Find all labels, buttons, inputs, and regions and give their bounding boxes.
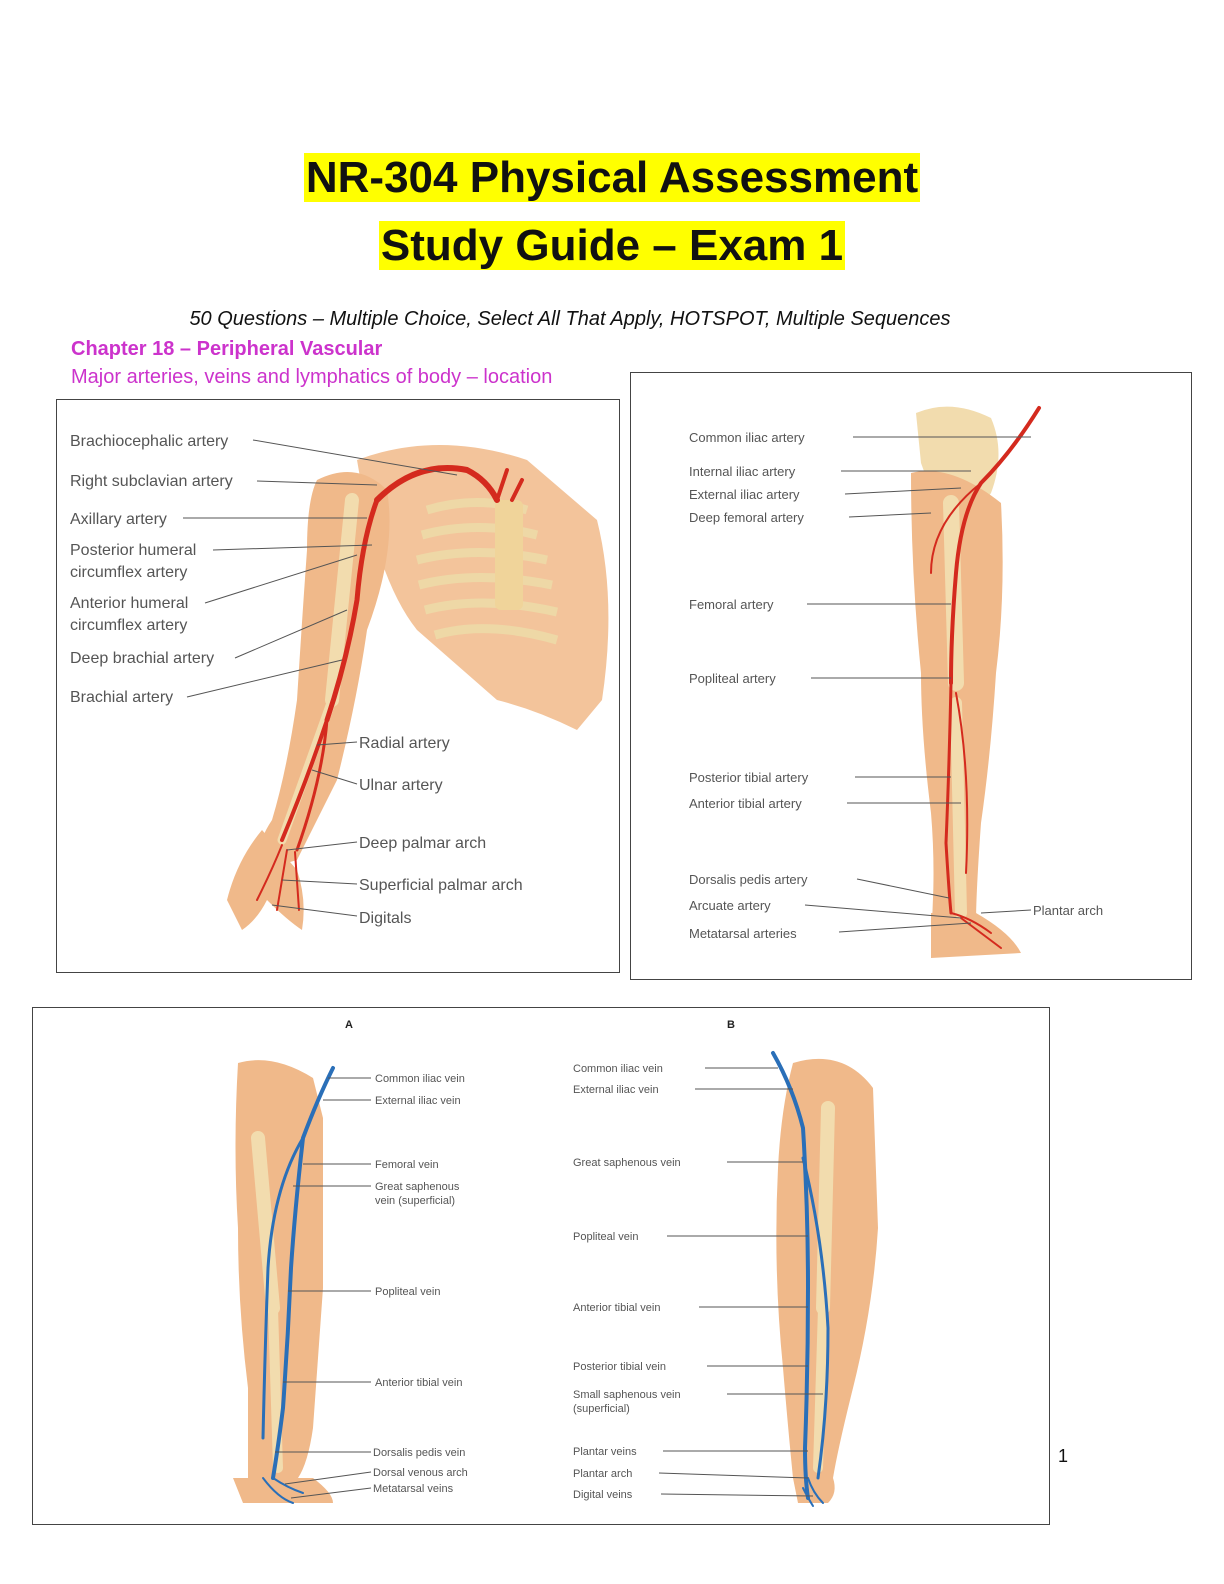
sternum xyxy=(495,500,523,610)
arm-artery-figure: Brachiocephalic artery Right subclavian … xyxy=(56,399,620,973)
arm-artery-illustration xyxy=(227,445,609,930)
torso-skin xyxy=(357,445,609,730)
leg-arteries xyxy=(930,406,1041,949)
leg-artery-illustration xyxy=(911,406,1041,958)
title-text-2: Study Guide – Exam 1 xyxy=(378,221,846,270)
exam-format-subtitle: 50 Questions – Multiple Choice, Select A… xyxy=(189,308,951,330)
leg-artery-figure: Common iliac artery Internal iliac arter… xyxy=(630,372,1192,980)
leg-vein-illustration xyxy=(233,1051,878,1507)
leg-vein-figure: A B Common iliac vein External iliac vei… xyxy=(32,1007,1050,1525)
title-text-1: NR-304 Physical Assessment xyxy=(303,153,921,202)
femur-a-bone xyxy=(251,1131,280,1315)
leg-a-veins xyxy=(261,1066,335,1504)
leg-b-veins xyxy=(771,1051,830,1507)
title-line-2: Study Guide – Exam 1 xyxy=(0,218,1224,274)
topic-line: Major arteries, veins and lymphatics of … xyxy=(71,366,553,388)
chapter-heading: Chapter 18 – Peripheral Vascular xyxy=(71,338,383,360)
tibia-b-bone xyxy=(813,1303,828,1473)
page-number: 1 xyxy=(1058,1446,1069,1466)
title-line-1: NR-304 Physical Assessment xyxy=(0,150,1224,206)
foot-a-skin xyxy=(233,1478,333,1503)
foot-skin xyxy=(931,913,1021,958)
tibia-bone xyxy=(950,697,967,919)
